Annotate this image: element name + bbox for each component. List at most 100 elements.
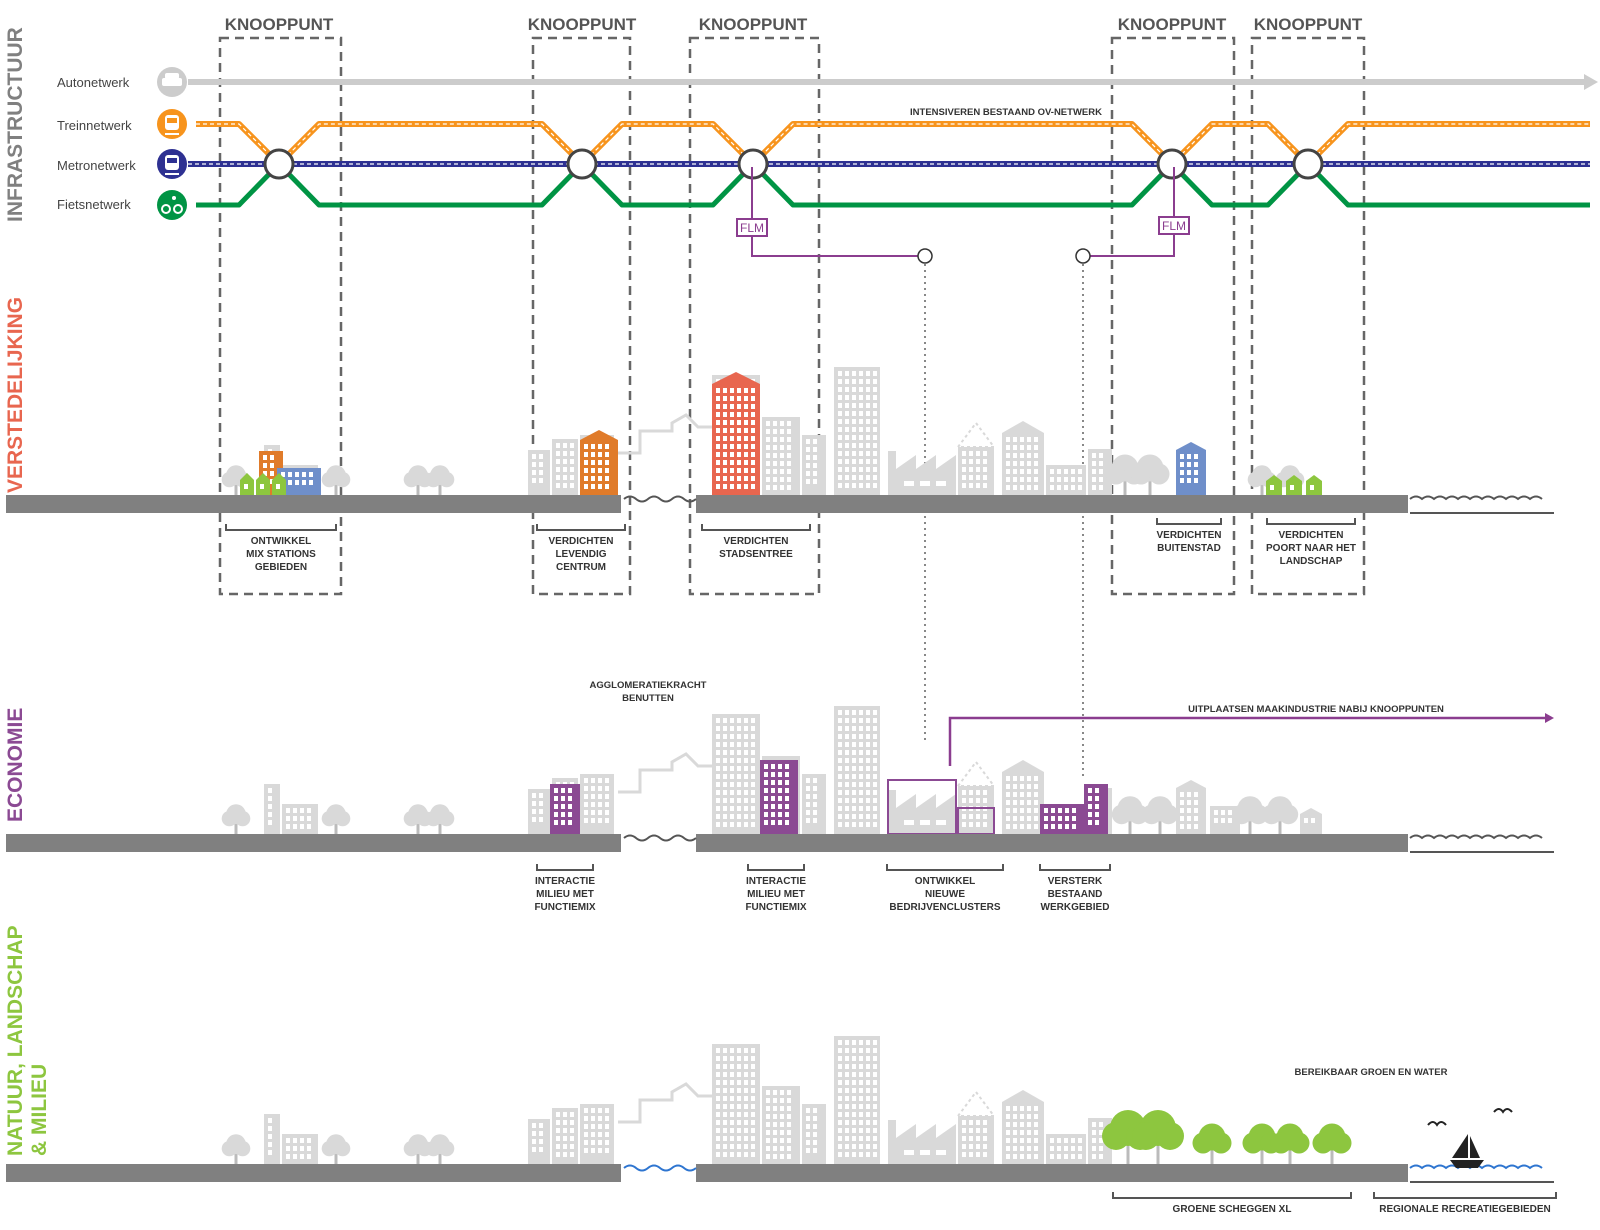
caption-natuur-2-bracket [1373,1192,1557,1199]
bldg-v-k-roof [1002,421,1044,433]
section-label-economie: ECONOMIE [4,708,27,822]
skyline-n [221,1036,1112,1164]
tree-n-5-trunk [1330,1146,1334,1164]
section-labels: INFRASTRUCTUUR VERSTEDELIJKING ECONOMIE … [4,27,51,1156]
caption-verstedelijking-3-bracket [701,524,811,531]
flm-label-1: FLM [740,221,764,235]
factory-v [888,451,956,495]
caption-economie-2-line-2: MILIEU MET [747,889,805,900]
caption-economie-4-line-3: WERKGEBIED [1041,902,1110,913]
water-verstedelijking-2 [1409,495,1543,501]
caption-economie-3-bracket [886,864,1004,871]
caption-verstedelijking-3-line-1: VERDICHTEN [723,536,788,547]
tree-v-1-trunk [234,481,238,495]
caption-economie-1-line-2: MILIEU MET [536,889,594,900]
right-vegetation [1102,454,1352,1164]
tree-e-3-trunk [416,820,420,834]
tree-e-1-trunk [234,820,238,834]
caption-verstedelijking-3-line-2: STADSENTREE [719,549,793,560]
house-green-2-roof [272,473,286,480]
tree-e-r0-trunk [1128,817,1132,834]
tree-v-r1-trunk [1148,477,1152,495]
section-label-verstedelijking: VERSTEDELIJKING [4,297,27,493]
house-green-poort-1-roof [1286,475,1302,481]
network-label-metro: Metronetwerk [57,158,136,173]
tree-e-2-trunk [334,820,338,834]
caption-verstedelijking-4-line-2: BUITENSTAD [1157,543,1221,554]
house-green-0-roof [240,473,254,480]
bldg-red-tower-roof [712,372,760,384]
dotted-connectors [924,264,1084,777]
caption-verstedelijking-4-line-1: VERDICHTEN [1156,530,1221,541]
train-line [196,121,1590,167]
annotation-agglomeratie-line2: BENUTTEN [622,693,674,704]
tree-e-r2-trunk [1248,817,1252,834]
tree-n-1-trunk [1156,1140,1160,1164]
train-line-dash [196,123,1590,165]
caption-verstedelijking-1-bracket [225,524,337,531]
annotation-ov: INTENSIVEREN BESTAAND OV-NETWERK [910,107,1102,118]
knooppunt-box-1 [218,36,343,596]
tree-n-2-trunk [334,1150,338,1164]
annotation-agglomeratie-line1: AGGLOMERATIEKRACHT [590,680,707,691]
skyline-v [221,367,1112,495]
house-green-poort-0-roof [1266,475,1282,481]
caption-verstedelijking-1-line-1: ONTWIKKEL [251,536,312,547]
house-green-1-roof [256,473,270,480]
tree-n-0-trunk [1126,1140,1130,1164]
knooppunt-labels: KNOOPPUNT KNOOPPUNT KNOOPPUNT KNOOPPUNT … [225,15,1363,34]
tree-n-1-trunk [234,1150,238,1164]
knooppunt-box-5 [1250,36,1366,596]
ground-verstedelijking-2 [696,495,1408,513]
flm-label-2: FLM [1162,219,1186,233]
factory-e [888,790,956,834]
caption-economie-2-bracket [747,864,805,871]
caption-verstedelijking-2-line-1: VERDICHTEN [548,536,613,547]
knooppunt-label-2: KNOOPPUNT [528,15,637,34]
section-label-natuur-line2: & MILIEU [28,1064,51,1156]
car-icon [157,67,187,97]
tree-e-r1-trunk [1158,817,1162,834]
knooppunt-box-2 [531,36,632,596]
caption-economie-4-line-2: BESTAAND [1048,889,1103,900]
bldg-blue-buitenstad-roof [1176,442,1206,450]
caption-economie-2-line-3: FUNCTIEMIX [745,902,806,913]
caption-economie-3-line-3: BEDRIJVENCLUSTERS [889,902,1000,913]
knooppunt-label-1: KNOOPPUNT [225,15,334,34]
tree-v-3-trunk [416,481,420,495]
tree-n-3-trunk [1260,1146,1264,1164]
water-economie-1 [623,834,697,842]
caption-economie-2-line-1: INTERACTIE [746,876,806,887]
water-natuur-1 [623,1164,697,1172]
tree-n-3-trunk [416,1150,420,1164]
caption-natuur-1-line-1: GROENE SCHEGGEN XL [1173,1204,1292,1215]
train-icon [157,109,187,139]
ground-bars [6,495,1554,1183]
caption-verstedelijking-2-line-3: CENTRUM [556,562,606,573]
caption-verstedelijking-1-line-3: GEBIEDEN [255,562,307,573]
maakindustrie-arrow [948,713,1554,766]
network-label-trein: Treinnetwerk [57,118,132,133]
skyline-e [221,706,1112,834]
bldg-orange-center-roof [580,430,618,440]
knooppunt-label-3: KNOOPPUNT [699,15,808,34]
caption-economie-4-bracket [1039,864,1111,871]
caption-economie-1-line-1: INTERACTIE [535,876,595,887]
ground-economie-1 [6,834,621,852]
factory-n [888,1120,956,1164]
highlight-buildings [240,372,1322,835]
ground-economie-2 [696,834,1408,852]
tree-v-4-trunk [438,481,442,495]
caption-economie-3-line-2: NIEUWE [925,889,965,900]
caption-verstedelijking-2-line-2: LEVENDIG [555,549,606,560]
bridge-outline-v [618,413,712,455]
water-economie-2 [1409,834,1543,840]
knooppunt-box-3 [688,36,821,596]
knooppunt-node-4 [1156,148,1188,180]
knooppunt-label-4: KNOOPPUNT [1118,15,1227,34]
tree-e-4-trunk [438,820,442,834]
knooppunt-node-5 [1292,148,1324,180]
caption-verstedelijking-1-line-2: MIX STATIONS [246,549,316,560]
